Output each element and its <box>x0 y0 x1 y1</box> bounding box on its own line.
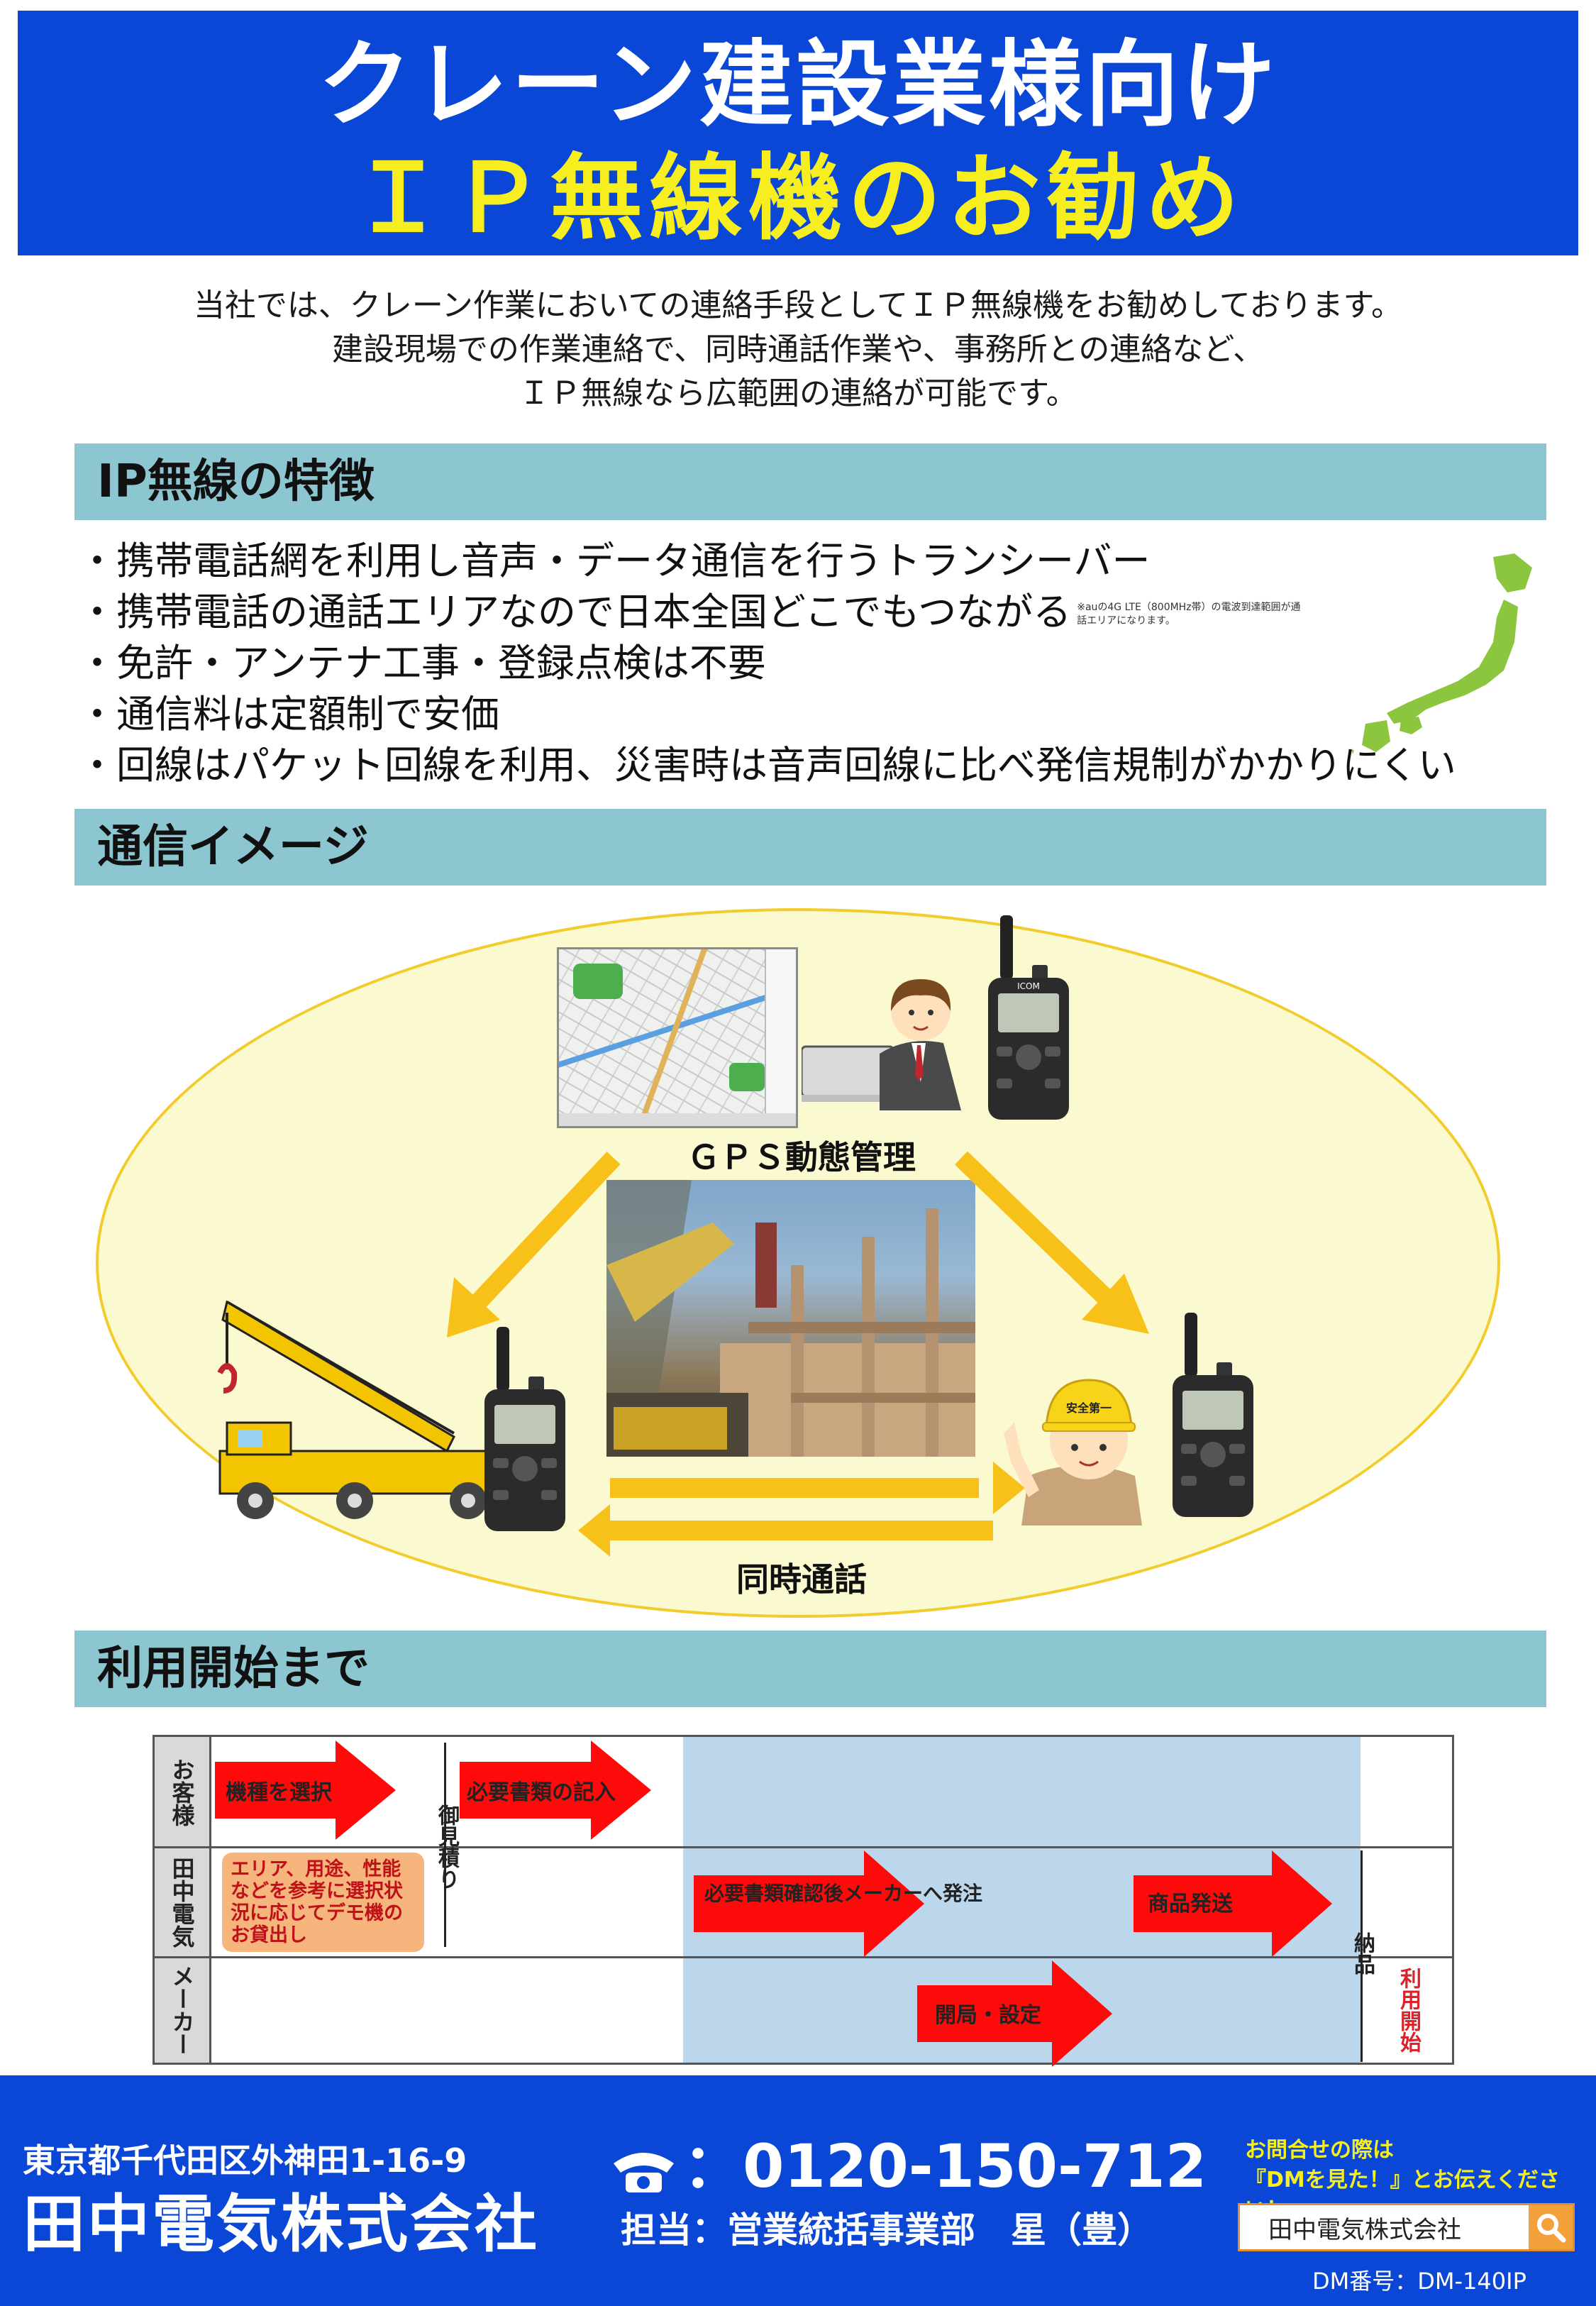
footer: 東京都千代田区外神田1-16-9 田中電気株式会社 ：0120-150-712 … <box>0 2075 1596 2306</box>
feature-item: ・携帯電話の通話エリアなので日本全国どこでもつながる※auの4G LTE（800… <box>78 587 1582 638</box>
title-line-1: クレーン建設業様向け <box>318 31 1278 140</box>
communication-section-bar: 通信イメージ <box>74 809 1546 886</box>
svg-text:開局・設定: 開局・設定 <box>935 2003 1041 2028</box>
delivery-label: 納品 <box>1350 1932 1375 1975</box>
gps-map-screen <box>557 947 798 1128</box>
search-input[interactable] <box>1240 2205 1531 2249</box>
step-fill-documents: 必要書類の記入 <box>460 1740 651 1840</box>
svg-text:機種を選択: 機種を選択 <box>226 1780 333 1805</box>
company-address: 東京都千代田区外神田1-16-9 <box>23 2141 467 2180</box>
ip-radio-icon: ICOM <box>988 915 1069 1120</box>
telephone-icon <box>614 2153 674 2193</box>
ip-radio-icon <box>1173 1313 1253 1517</box>
feature-item-text: ・携帯電話の通話エリアなので日本全国どこでもつながる <box>78 590 1072 634</box>
search-box <box>1238 2203 1575 2251</box>
office-worker-icon <box>802 979 961 1110</box>
dm-number: DM番号：DM-140IP <box>1312 2268 1526 2295</box>
ip-radio-icon <box>484 1327 565 1531</box>
crane-truck-icon <box>217 1300 497 1519</box>
construction-site-photo <box>606 1180 975 1457</box>
company-name: 田中電気株式会社 <box>23 2188 540 2261</box>
row-divider <box>155 1846 1452 1848</box>
row-head-tanaka: 田中電気 <box>155 1847 211 1957</box>
intro-text: 当社では、クレーン作業においての連絡手段としてＩＰ無線機をお勧めしております。 … <box>0 284 1596 416</box>
svg-text:必要書類確認後メーカーへ発注: 必要書類確認後メーカーへ発注 <box>704 1882 982 1905</box>
demo-loan-box: エリア、用途、性能などを参考に選択状況に応じてデモ機のお貸出し <box>222 1853 424 1952</box>
site-worker-icon: 安全第一 <box>1004 1379 1142 1526</box>
estimate-divider <box>444 1743 446 1947</box>
feature-item: ・携帯電話網を利用し音声・データ通信を行うトランシーバー <box>78 539 1151 583</box>
features-section-bar: IP無線の特徴 <box>74 443 1546 520</box>
feature-note: ※auの4G LTE（800MHz帯）の電波到達範囲が通話エリアになります。 <box>1077 602 1301 627</box>
row-divider <box>155 1956 1452 1958</box>
feature-item: ・通信料は定額制で安価 <box>78 692 499 737</box>
feature-list: ・携帯電話網を利用し音声・データ通信を行うトランシーバー ・携帯電話の通話エリア… <box>78 536 1582 791</box>
row-head-customer: お客様 <box>155 1737 211 1847</box>
delivery-divider <box>1361 1850 1363 2062</box>
process-flow-table: お客様 田中電気 メーカー 御見積り 納品 利用開始 エリア、用途、性能などを参… <box>153 1735 1454 2067</box>
search-button[interactable] <box>1529 2205 1573 2249</box>
features-title: IP無線の特徴 <box>97 456 375 508</box>
process-title: 利用開始まで <box>97 1643 370 1695</box>
intro-line-3: ＩＰ無線なら広範囲の連絡が可能です。 <box>519 375 1077 412</box>
japan-map-icon <box>1351 553 1532 754</box>
contact-person: 担当：営業統括事業部 星（豊） <box>621 2210 1153 2251</box>
start-use-label: 利用開始 <box>1396 1968 1421 2053</box>
step-confirm-order: 必要書類確認後メーカーへ発注 <box>694 1850 982 1957</box>
radio-brand-label: ICOM <box>1017 981 1040 991</box>
intro-line-1: 当社では、クレーン作業においての連絡手段としてＩＰ無線機をお勧めしております。 <box>193 287 1403 324</box>
gps-caption: ＧＰＳ動態管理 <box>687 1138 916 1176</box>
communication-title: 通信イメージ <box>97 821 369 873</box>
svg-text:必要書類の記入: 必要書類の記入 <box>467 1780 616 1805</box>
step-open-setup: 開局・設定 <box>917 1960 1112 2067</box>
helmet-label: 安全第一 <box>1066 1401 1112 1415</box>
search-icon <box>1537 2214 1566 2243</box>
estimate-label: 御見積り <box>434 1804 459 1890</box>
step-select-model: 機種を選択 <box>215 1740 396 1840</box>
title-line-2: ＩＰ無線機のお勧め <box>351 144 1245 253</box>
header-banner: クレーン建設業様向け ＩＰ無線機のお勧め <box>18 11 1578 255</box>
process-arrows: 機種を選択 必要書類の記入 必要書類確認後メーカーへ発注 商品発送 開局・設定 <box>215 1740 1332 2067</box>
intro-line-2: 建設現場での作業連絡で、同時通話作業や、事務所との連絡など、 <box>331 331 1265 368</box>
row-head-maker: メーカー <box>155 1957 211 2063</box>
step-ship: 商品発送 <box>1134 1850 1332 1957</box>
svg-text:商品発送: 商品発送 <box>1148 1892 1233 1916</box>
process-section-bar: 利用開始まで <box>74 1631 1546 1707</box>
simultaneous-call-caption: 同時通話 <box>736 1560 867 1599</box>
feature-item: ・回線はパケット回線を利用、災害時は音声回線に比べ発信規制がかかりにくい <box>78 743 1456 788</box>
phone-number[interactable]: ：0120-150-712 <box>610 2131 1207 2202</box>
feature-item: ・免許・アンテナ工事・登録点検は不要 <box>78 641 766 685</box>
